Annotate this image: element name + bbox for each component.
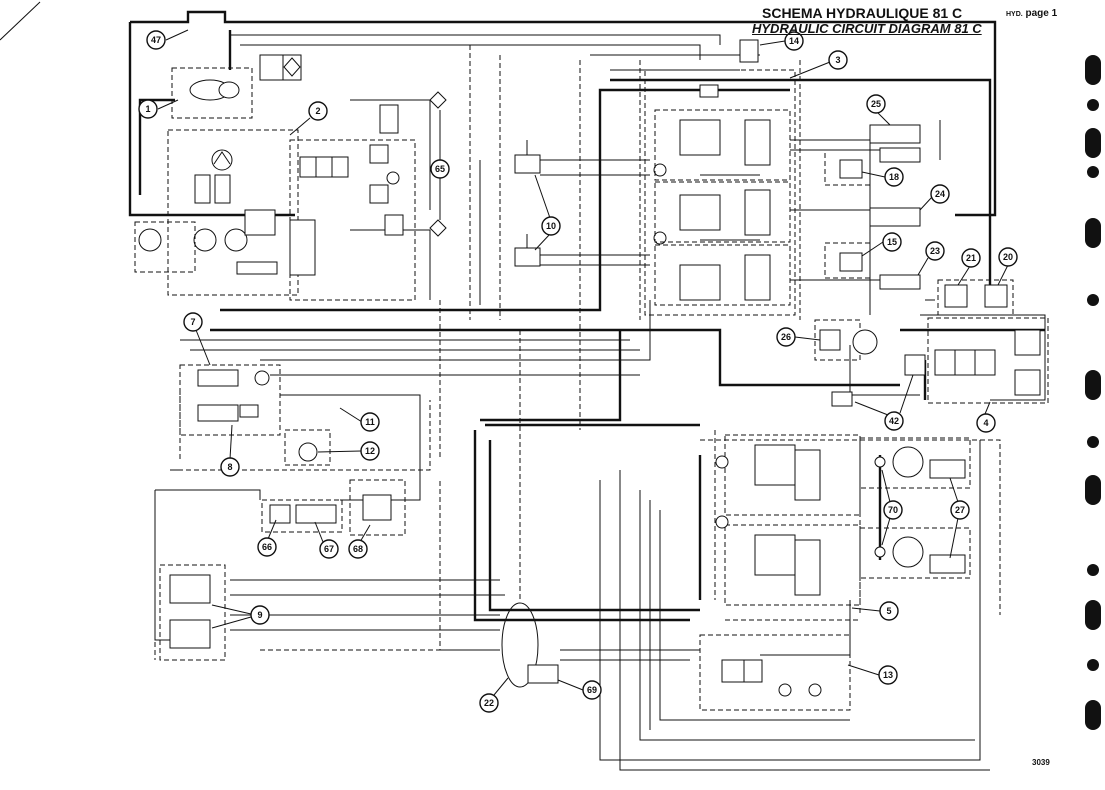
callout-24: 24 [930,184,950,204]
callout-66: 66 [257,537,277,557]
page-label: page 1 [1025,8,1058,19]
svg-text:5: 5 [886,606,891,616]
callout-42: 42 [884,411,904,431]
components [134,39,1049,711]
svg-text:47: 47 [151,35,161,45]
svg-text:7: 7 [190,317,195,327]
svg-text:4: 4 [983,418,988,428]
svg-text:23: 23 [930,246,940,256]
svg-text:25: 25 [871,99,881,109]
callout-20: 20 [998,247,1018,267]
diagram-title-english: HYDRAULIC CIRCUIT DIAGRAM 81 C [752,21,982,36]
callout-47: 47 [146,30,166,50]
svg-text:10: 10 [546,221,556,231]
svg-text:18: 18 [889,172,899,182]
page-reference: HYD. page 1 [1006,8,1057,19]
binder-holes [1085,55,1101,730]
callout-4: 4 [976,413,996,433]
callout-7: 7 [183,312,203,332]
callout-69: 69 [582,680,602,700]
svg-text:27: 27 [955,505,965,515]
callout-15: 15 [882,232,902,252]
svg-text:9: 9 [257,610,262,620]
callout-70: 70 [883,500,903,520]
callout-13: 13 [878,665,898,685]
svg-text:11: 11 [365,417,375,427]
callouts: 47 1 2 14 3 25 18 24 15 23 21 20 26 4 42 [138,29,1018,713]
svg-text:13: 13 [883,670,893,680]
main-pressure-lines [128,10,1045,622]
svg-text:70: 70 [888,505,898,515]
callout-21: 21 [961,248,981,268]
callout-65: 65 [430,159,450,179]
svg-text:15: 15 [887,237,897,247]
callout-18: 18 [884,167,904,187]
callout-5: 5 [879,601,899,621]
callout-1: 1 [138,99,158,119]
drain-lines [154,45,1001,660]
callout-25: 25 [866,94,886,114]
callout-67: 67 [319,539,339,559]
callout-23: 23 [925,241,945,261]
callout-2: 2 [308,101,328,121]
svg-text:26: 26 [781,332,791,342]
callout-11: 11 [360,412,380,432]
page-prefix: HYD. [1006,11,1023,18]
callout-14: 14 [784,31,804,51]
callout-27: 27 [950,500,970,520]
svg-text:67: 67 [324,544,334,554]
callout-22: 22 [479,693,499,713]
svg-text:22: 22 [484,698,494,708]
callout-26: 26 [776,327,796,347]
svg-text:42: 42 [889,416,899,426]
svg-text:65: 65 [435,164,445,174]
callout-9: 9 [250,605,270,625]
callout-12: 12 [360,441,380,461]
svg-text:66: 66 [262,542,272,552]
svg-text:21: 21 [966,253,976,263]
svg-text:2: 2 [315,106,320,116]
svg-text:3: 3 [835,55,840,65]
svg-text:20: 20 [1003,252,1013,262]
callout-10: 10 [541,216,561,236]
callout-8: 8 [220,457,240,477]
svg-text:12: 12 [365,446,375,456]
svg-text:24: 24 [935,189,945,199]
svg-text:69: 69 [587,685,597,695]
svg-text:14: 14 [789,36,799,46]
diagram-title-french: SCHEMA HYDRAULIQUE 81 C [762,5,963,21]
svg-text:1: 1 [145,104,150,114]
callout-68: 68 [348,539,368,559]
sheet-number: 3039 [1032,758,1050,767]
svg-text:68: 68 [353,544,363,554]
svg-text:8: 8 [227,462,232,472]
callout-3: 3 [828,50,848,70]
